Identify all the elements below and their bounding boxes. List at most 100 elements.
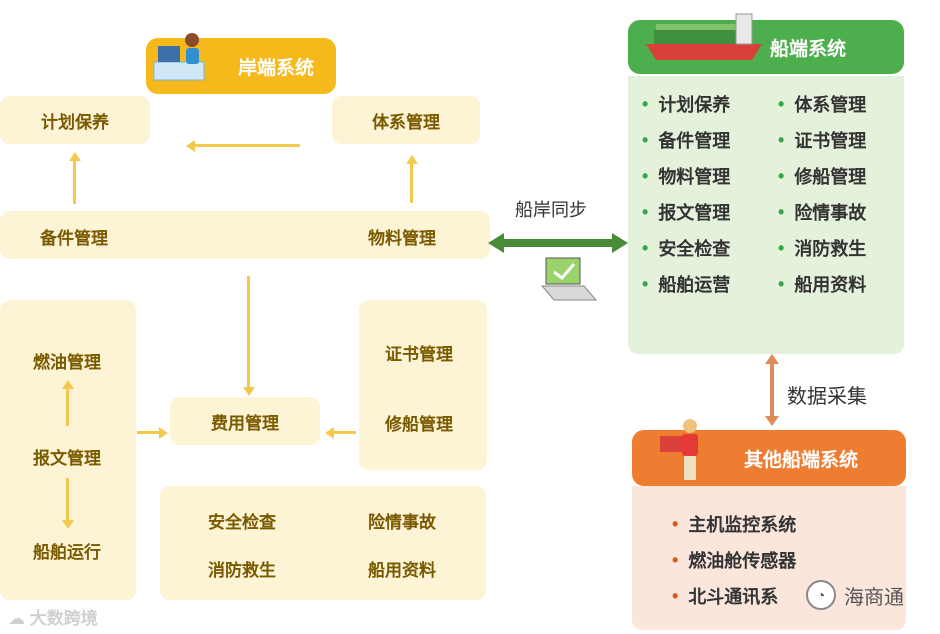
arrow-parts-to-plan xyxy=(73,160,76,204)
other-ship-system-title: 其他船端系统 xyxy=(743,449,858,471)
ship-system-title: 船端系统 xyxy=(769,38,846,60)
collect-label: 数据采集 xyxy=(787,386,867,408)
cert-management-label: 证书管理 xyxy=(385,345,453,364)
other-list-item: • 燃油舱传感器 xyxy=(672,542,796,578)
arrow-head-up xyxy=(61,380,74,389)
other-list-item-label: 主机监控系统 xyxy=(688,515,797,535)
sync-label: 船岸同步 xyxy=(515,200,587,220)
plan-maintenance-box: 计划保养 xyxy=(0,96,150,144)
safety-check-label: 安全检查 xyxy=(208,513,276,532)
parts-management-label: 备件管理 xyxy=(40,229,108,248)
material-management-label: 物料管理 xyxy=(368,229,436,248)
fire-rescue-label: 消防救生 xyxy=(208,561,276,580)
parts-material-bar: 备件管理 物料管理 xyxy=(0,211,490,259)
ship-system-panel xyxy=(628,76,904,354)
repair-management-label: 修船管理 xyxy=(385,415,453,434)
bullet-icon: • xyxy=(778,165,785,186)
sync-double-arrow xyxy=(488,233,628,253)
ship-list-item-label: 计划保养 xyxy=(658,95,731,115)
ship-list-item: • 安全检查 xyxy=(630,236,766,260)
ship-list-item-label: 船用资料 xyxy=(794,275,867,295)
arrow-head-right xyxy=(159,426,168,439)
ship-list-item-label: 体系管理 xyxy=(794,95,867,115)
other-ship-system-panel xyxy=(632,486,906,630)
ship-list-item: • 船舶运营 xyxy=(630,272,766,296)
bullet-icon: • xyxy=(642,93,649,114)
bullet-icon: • xyxy=(778,129,785,150)
watermark-logo-icon: ☁ xyxy=(8,609,25,628)
collect-double-arrow xyxy=(765,354,779,426)
cost-management-label: 费用管理 xyxy=(211,413,279,433)
ship-list-item: • 计划保养 xyxy=(630,92,766,116)
ship-list-item: • 消防救生 xyxy=(766,236,902,260)
watermark-right: ◔ 海商通 xyxy=(806,580,904,610)
bullet-icon: • xyxy=(672,513,679,534)
accident-label: 险情事故 xyxy=(368,513,436,532)
bullet-icon: • xyxy=(778,201,785,222)
system-management-label: 体系管理 xyxy=(372,112,440,132)
ship-list-item: • 备件管理 xyxy=(630,128,766,152)
bullet-icon: • xyxy=(672,549,679,570)
arrow-material-to-system xyxy=(410,163,413,203)
arrow-left-to-cost xyxy=(137,431,159,434)
other-list-item-label: 燃油舱传感器 xyxy=(688,551,797,571)
watermark-right-text: 海商通 xyxy=(844,586,904,609)
ship-list-item: • 修船管理 xyxy=(766,164,902,188)
other-list-item: • 北斗通讯系 xyxy=(672,578,796,614)
arrow-head-down xyxy=(61,520,74,529)
ship-list-item-label: 证书管理 xyxy=(794,131,867,151)
fuel-management-label: 燃油管理 xyxy=(33,353,101,372)
ship-list-item-label: 消防救生 xyxy=(794,239,867,259)
ship-list-item: • 物料管理 xyxy=(630,164,766,188)
ship-list-item-label: 修船管理 xyxy=(794,167,867,187)
other-list-item-label: 北斗通讯系 xyxy=(688,587,779,607)
ship-list-item: •船用资料 xyxy=(766,272,902,296)
watermark-left: ☁ 大数跨境 xyxy=(8,604,98,629)
wechat-icon: ◔ xyxy=(806,580,836,610)
voyage-label: 船舶运行 xyxy=(33,543,101,562)
fuel-report-voyage-box: 燃油管理 报文管理 船舶运行 xyxy=(0,300,136,600)
ship-list-item: • 体系管理 xyxy=(766,92,902,116)
arrow-head-left xyxy=(325,426,334,439)
arrow-head-up xyxy=(68,152,81,161)
ship-list-item-label: 险情事故 xyxy=(794,203,867,223)
delivery-person-icon xyxy=(660,419,698,480)
ship-list-item-label: 备件管理 xyxy=(658,131,731,151)
laptop-icon xyxy=(540,257,598,301)
ship-list-item: • 证书管理 xyxy=(766,128,902,152)
arrow-right-to-cost xyxy=(334,431,356,434)
ship-list-item: •报文管理 xyxy=(630,200,766,224)
ship-system-header: 船端系统 xyxy=(628,13,904,74)
ship-system-list: • 计划保养 • 体系管理 • 备件管理 • 证书管理 • 物料管理 • 修船管理 •报文管理 • 险情事故… xyxy=(630,92,902,296)
safety-group-box: 安全检查 险情事故 消防救生 船用资料 xyxy=(160,486,486,600)
arrow-head-up xyxy=(405,155,418,164)
ship-list-item-label: 物料管理 xyxy=(658,167,731,187)
other-ship-system-list: • 主机监控系统 • 燃油舱传感器 • 北斗通讯系 xyxy=(672,506,796,614)
other-ship-system-header: 其他船端系统 xyxy=(632,419,906,486)
bullet-icon: • xyxy=(672,585,679,606)
ship-list-item: • 险情事故 xyxy=(766,200,902,224)
cost-management-box: 费用管理 xyxy=(170,397,320,445)
watermark-left-text: 大数跨境 xyxy=(29,609,98,628)
system-management-box: 体系管理 xyxy=(332,96,480,144)
other-list-item: • 主机监控系统 xyxy=(672,506,796,542)
shore-system-header: 岸端系统 xyxy=(146,33,336,94)
report-management-label: 报文管理 xyxy=(33,449,101,468)
office-worker-icon xyxy=(153,33,205,81)
arrow-head-down xyxy=(242,387,255,396)
bullet-icon: • xyxy=(642,273,649,294)
arrow-report-to-fuel xyxy=(66,388,69,426)
ship-list-item-label: 船舶运营 xyxy=(658,275,731,295)
bullet-icon: • xyxy=(778,93,785,114)
bullet-icon: • xyxy=(642,237,649,258)
ship-supply-label: 船用资料 xyxy=(368,561,436,580)
cert-repair-box: 证书管理 修船管理 xyxy=(359,300,487,470)
bullet-icon: • xyxy=(642,129,649,150)
arrow-head-left xyxy=(186,139,195,152)
shore-system-title: 岸端系统 xyxy=(237,57,314,79)
cargo-ship-icon xyxy=(646,13,762,60)
bullet-icon: • xyxy=(778,237,785,258)
ship-list-item-label: 安全检查 xyxy=(658,239,731,259)
plan-maintenance-label: 计划保养 xyxy=(41,112,109,132)
bullet-icon: • xyxy=(642,165,649,186)
